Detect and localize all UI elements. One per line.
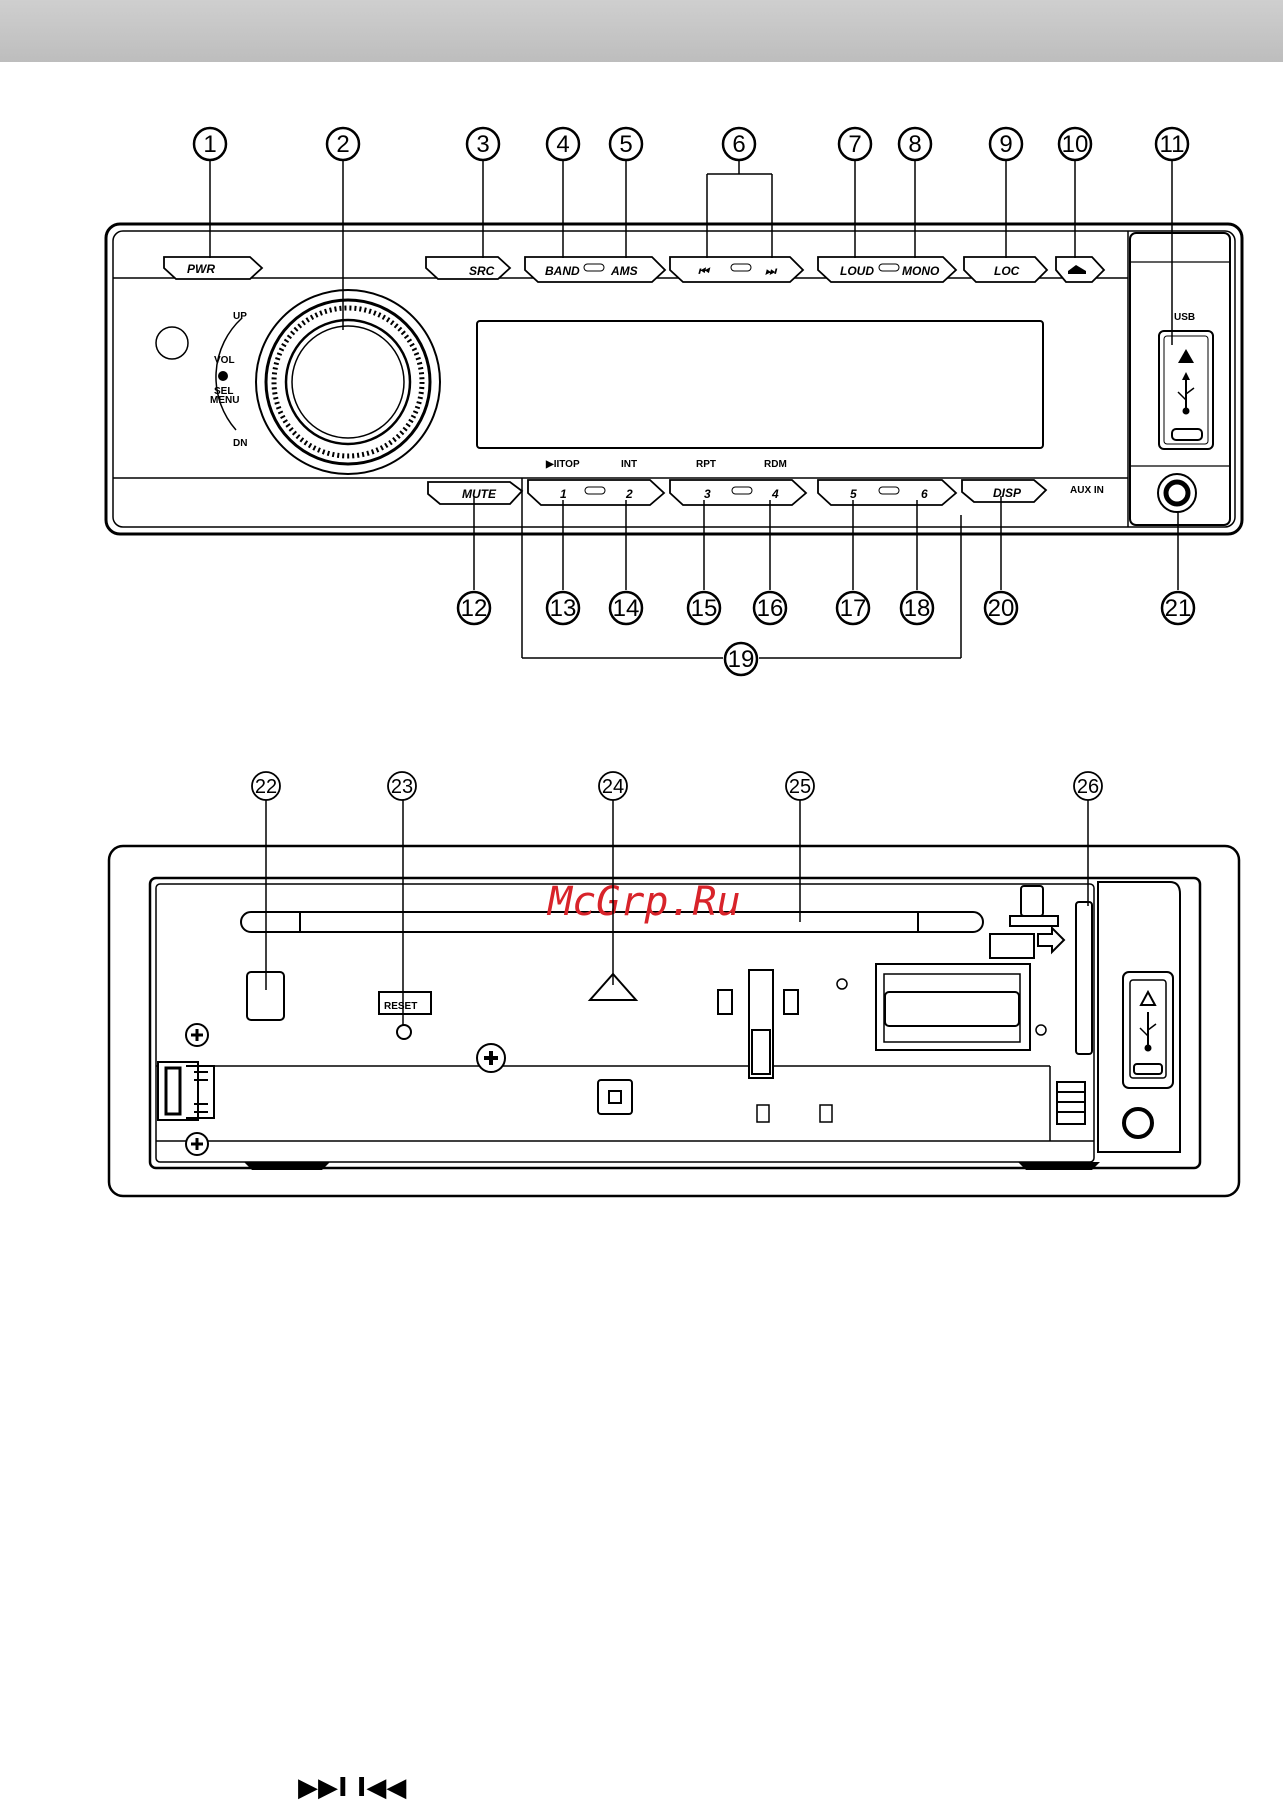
preset-6-label: 6 [921,487,928,501]
mono-label: MONO [902,264,940,278]
callout-14: 14 [613,595,640,622]
callout-13: 13 [550,595,577,622]
grille [1057,1082,1085,1124]
src-button[interactable]: SRC [426,257,510,279]
callout-9: 9 [999,131,1012,158]
mute-button[interactable]: MUTE [428,482,522,504]
callout-24: 24 [602,776,624,798]
track-skip-button[interactable]: ⏮ ⏭ [670,257,803,282]
svg-text:DISP: DISP [993,486,1022,500]
volume-knob[interactable] [256,290,440,474]
knob-menu-label: MENU [210,395,239,406]
preset-1-label: 1 [560,487,567,501]
knob-up-label: UP [233,311,247,322]
usb-label: USB [1174,312,1195,323]
center-socket [598,1080,632,1114]
usb-port[interactable] [1159,331,1213,449]
usb-module [1098,882,1180,1152]
reset-button[interactable] [397,1025,411,1039]
svg-text:LOC: LOC [994,264,1020,278]
callout-8: 8 [908,131,921,158]
screw-icon [186,1024,208,1046]
callout-10: 10 [1062,131,1089,158]
preset-3-4-button[interactable]: 3 4 [670,480,806,505]
callout-26: 26 [1077,776,1099,798]
callout-4: 4 [556,131,569,158]
aux-in-label: AUX IN [1070,485,1104,496]
callout-7: 7 [848,131,861,158]
callout-12: 12 [461,595,488,622]
card-connector [876,964,1030,1050]
preset-2-label: 2 [625,487,633,501]
svg-text:SRC: SRC [469,264,495,278]
preset-5-label: 5 [850,487,857,501]
rpt-func-label: RPT [696,459,716,470]
disp-button[interactable]: DISP [962,480,1046,502]
band-ams-button[interactable]: BAND AMS [525,257,665,282]
callout-22: 22 [255,776,277,798]
watermark-text: McGrp.Ru [546,879,741,925]
preset-4-label: 4 [771,487,779,501]
ams-label: AMS [610,264,638,278]
screw-icon [477,1044,505,1072]
callout-25: 25 [789,776,811,798]
svg-text:MUTE: MUTE [462,487,497,501]
top-func-label: ▶IITOP [545,459,580,470]
release-hole [156,327,188,359]
int-func-label: INT [621,459,637,470]
loud-label: LOUD [840,264,874,278]
rdm-func-label: RDM [764,459,787,470]
preset-3-label: 3 [704,487,711,501]
callout-6: 6 [732,131,745,158]
loud-mono-button[interactable]: LOUD MONO [818,257,956,282]
callout-20: 20 [988,595,1015,622]
callout-18: 18 [904,595,931,622]
chassis-callouts: 22 23 24 25 26 [252,772,1102,800]
front-panel: UP VOL SEL MENU DN PWR SRC BAND AMS ⏮ ⏭ [106,224,1242,534]
sd-card-slot[interactable] [1076,902,1092,1054]
callout-21: 21 [1165,595,1192,622]
loc-button[interactable]: LOC [964,257,1047,282]
aux-in-jack[interactable] [1158,474,1196,512]
contact-pin [757,1105,769,1122]
callout-15: 15 [691,595,718,622]
callout-11: 11 [1160,131,1185,158]
callout-23: 23 [391,776,413,798]
callout-16: 16 [757,595,784,622]
screw-icon [186,1133,208,1155]
callout-17: 17 [840,595,867,622]
band-label: BAND [545,264,580,278]
lcd-display [477,321,1043,448]
callout-2: 2 [336,131,349,158]
callout-1: 1 [203,131,216,158]
pwr-button[interactable]: PWR [164,257,262,279]
reset-label: RESET [384,1001,417,1012]
knob-dn-label: DN [233,438,247,449]
preset-5-6-button[interactable]: 5 6 [818,480,956,505]
skip-symbols: ▶▶I I◀◀ [298,1773,406,1803]
callout-3: 3 [476,131,489,158]
callout-5: 5 [619,131,632,158]
contact-pin [820,1105,832,1122]
chassis-view: RESET [109,846,1239,1196]
svg-text:PWR: PWR [187,262,215,276]
knob-center-dot [218,371,228,381]
knob-vol-label: VOL [214,355,235,366]
callout-19: 19 [728,646,755,673]
preset-1-2-button[interactable]: 1 2 [528,480,664,505]
